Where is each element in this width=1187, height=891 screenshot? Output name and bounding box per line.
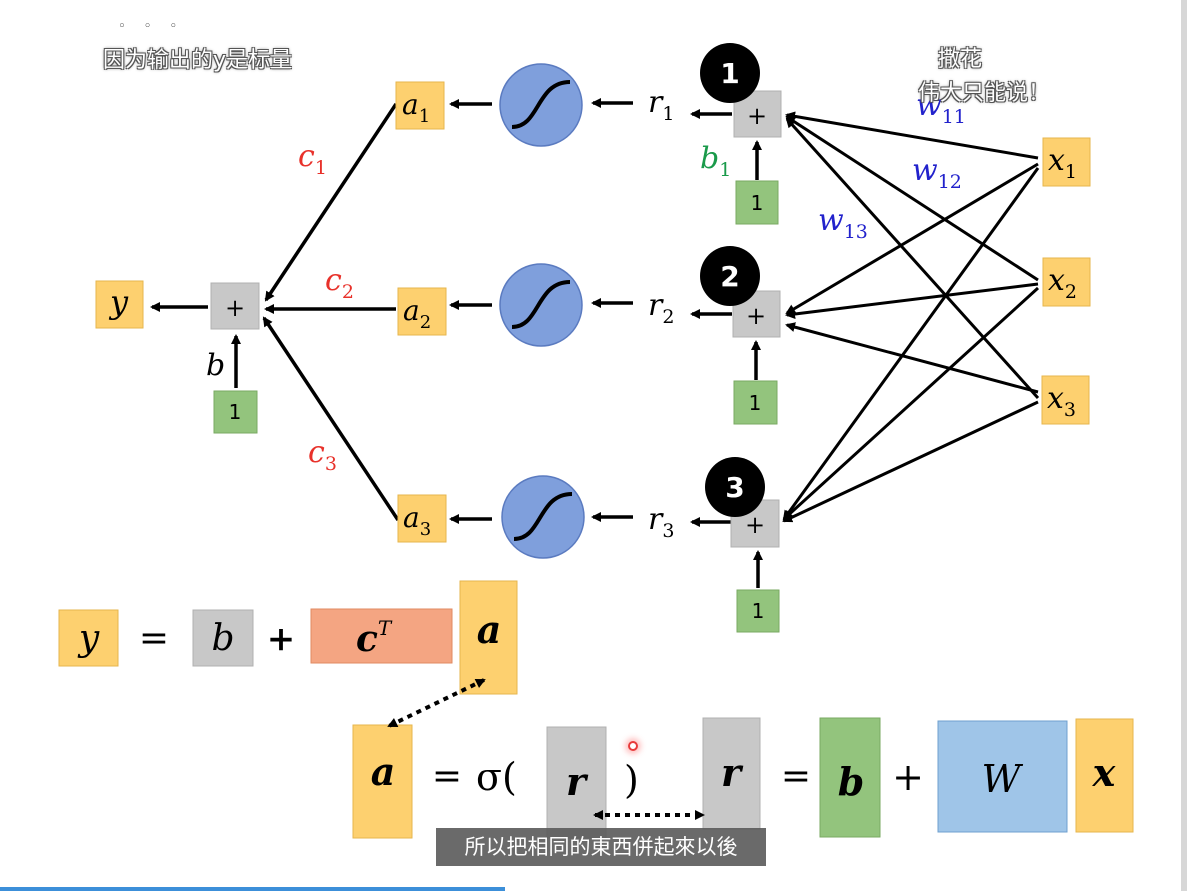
sigmoid-icon: [499, 263, 583, 347]
sigmoid-nodes: [499, 63, 585, 559]
r1-label: r1: [648, 85, 674, 125]
one-label: 1: [751, 191, 764, 215]
plus-label: +: [225, 294, 245, 322]
one-boxes: [213, 180, 780, 633]
w12-label: w12: [912, 153, 962, 193]
eq2-a: a: [371, 749, 396, 794]
pointer-cursor: [628, 741, 638, 751]
b1-label: b1: [700, 141, 731, 181]
eq1-a: a: [477, 607, 502, 652]
double-arrow-icon: [387, 678, 486, 728]
top-left-note: 因为输出的y是标量: [103, 48, 293, 73]
eq1-b: b: [211, 618, 234, 659]
r3-label: r3: [648, 502, 674, 542]
sigmoid-icon: [501, 475, 585, 559]
eq1-y: y: [77, 618, 100, 659]
scrollbar-track[interactable]: [1181, 0, 1187, 891]
node-number-badges: [700, 43, 765, 517]
a3-label: a3: [403, 501, 431, 540]
eq1-cT: cT: [356, 616, 393, 660]
eq1-equals: =: [139, 618, 169, 659]
eq2-x: x: [1092, 750, 1117, 795]
one-label: 1: [752, 599, 765, 623]
subtitle-caption: 所以把相同的東西併起來以後: [436, 828, 766, 866]
w13-label: w13: [818, 203, 868, 243]
a1-label: a1: [402, 88, 430, 127]
top-right-note-line1: 撒花: [938, 47, 983, 72]
plus-nodes: [210, 90, 782, 548]
a2-label: a2: [403, 294, 431, 333]
plus-label: +: [747, 102, 767, 130]
x3-label: x3: [1047, 381, 1076, 421]
flow-arrows: [150, 98, 763, 588]
c1-label: c1: [298, 139, 327, 179]
a-boxes: [95, 81, 447, 543]
eq2-r: r: [566, 759, 589, 804]
decorative-dots: ◦◦◦: [118, 19, 196, 34]
node-number: 3: [725, 471, 744, 504]
node-number: 1: [720, 57, 739, 90]
one-label: 1: [749, 391, 762, 415]
bias-b-label: b: [206, 348, 225, 383]
node-number: 2: [720, 260, 739, 293]
video-progress-bar[interactable]: [0, 887, 505, 891]
output-y-label: y: [108, 283, 129, 321]
plus-label: +: [745, 511, 765, 539]
eq2-close: ): [624, 758, 639, 802]
eq2-equals2: =: [781, 756, 811, 797]
eq2-W: W: [981, 757, 1023, 801]
equation-1-boxes: [58, 580, 518, 695]
one-label: 1: [229, 400, 242, 424]
x2-label: x2: [1048, 263, 1077, 303]
c3-label: c3: [308, 435, 337, 475]
plus-label: +: [746, 302, 766, 330]
w11-label: w11: [916, 88, 966, 128]
eq2-r2: r: [721, 750, 744, 795]
eq1-plus: +: [267, 619, 296, 659]
input-weight-lines: [782, 111, 1040, 523]
eq2-sigma: σ(: [476, 755, 517, 799]
c2-label: c2: [325, 263, 354, 303]
r2-label: r2: [648, 288, 674, 328]
eq2-equals: =: [432, 756, 462, 797]
sigmoid-icon: [499, 63, 583, 147]
x1-label: x1: [1048, 143, 1077, 183]
top-right-note-line2: 伟大只能说！: [918, 81, 1051, 106]
eq2-plus: +: [892, 755, 924, 799]
x-boxes: [1041, 137, 1091, 425]
eq2-b: b: [838, 759, 865, 804]
